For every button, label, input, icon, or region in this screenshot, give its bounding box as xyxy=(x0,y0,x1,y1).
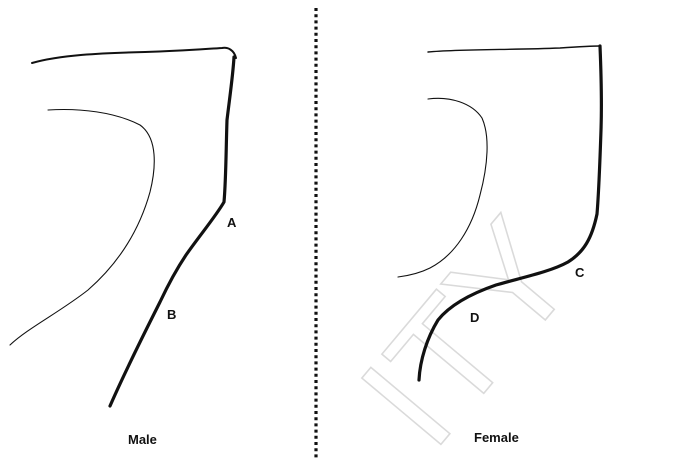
male-point-b-label: B xyxy=(167,307,176,322)
female-caption: Female xyxy=(474,430,519,445)
male-profile-line xyxy=(110,57,234,406)
male-panel: A B Male xyxy=(10,48,237,447)
female-top-outline xyxy=(428,46,600,52)
male-caption: Male xyxy=(128,432,157,447)
female-point-c-label: C xyxy=(575,265,585,280)
male-top-outline xyxy=(32,48,236,63)
male-inner-contour xyxy=(10,110,154,345)
male-point-a-label: A xyxy=(227,215,237,230)
female-point-d-label: D xyxy=(470,310,479,325)
